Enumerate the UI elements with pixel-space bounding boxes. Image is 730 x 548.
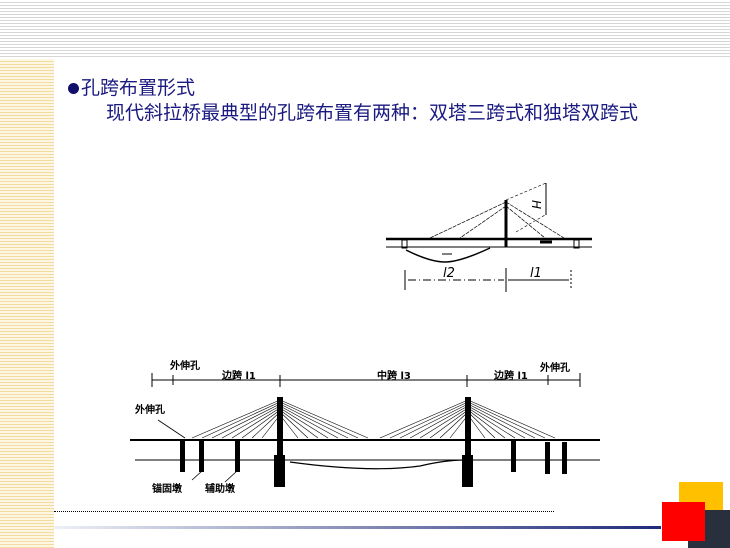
slide-content: 孔跨布置形式 现代斜拉桥最典型的孔跨布置有两种：双塔三跨式和独塔双跨式 (68, 76, 658, 126)
footer-gradient-bar (54, 526, 661, 529)
span-l1-label: l1 (530, 266, 542, 281)
header-stripes (0, 0, 730, 58)
auxiliary-pier-label: 辅助墩 (205, 482, 236, 495)
anchor-pier-label: 锚固墩 (152, 482, 183, 495)
body-paragraph: 现代斜拉桥最典型的孔跨布置有两种：双塔三跨式和独塔双跨式 (106, 102, 639, 124)
single-tower-diagram: H l2 l1 (386, 182, 592, 292)
span-l2-label: l2 (443, 266, 455, 281)
footer-dotted-divider (54, 511, 554, 512)
heading-text: 孔跨布置形式 (81, 77, 196, 99)
outer-span-callout-label: 外伸孔 (134, 403, 165, 416)
left-stripes (0, 59, 54, 548)
heading-row: 孔跨布置形式 (68, 76, 658, 101)
double-tower-diagram: 外伸孔 边跨 l1 中跨 l3 边跨 l1 外伸孔 外伸孔 锚固墩 辅助墩 (130, 359, 600, 495)
height-label: H (529, 200, 543, 209)
bullet-icon (68, 83, 79, 94)
side-span-left-label: 边跨 l1 (221, 369, 256, 382)
main-span-label: 中跨 l3 (377, 369, 411, 382)
decor-square-red (662, 502, 705, 541)
outer-span-left-label: 外伸孔 (169, 359, 200, 372)
outer-span-right-label: 外伸孔 (539, 361, 570, 374)
side-span-right-label: 边跨 l1 (493, 369, 528, 382)
